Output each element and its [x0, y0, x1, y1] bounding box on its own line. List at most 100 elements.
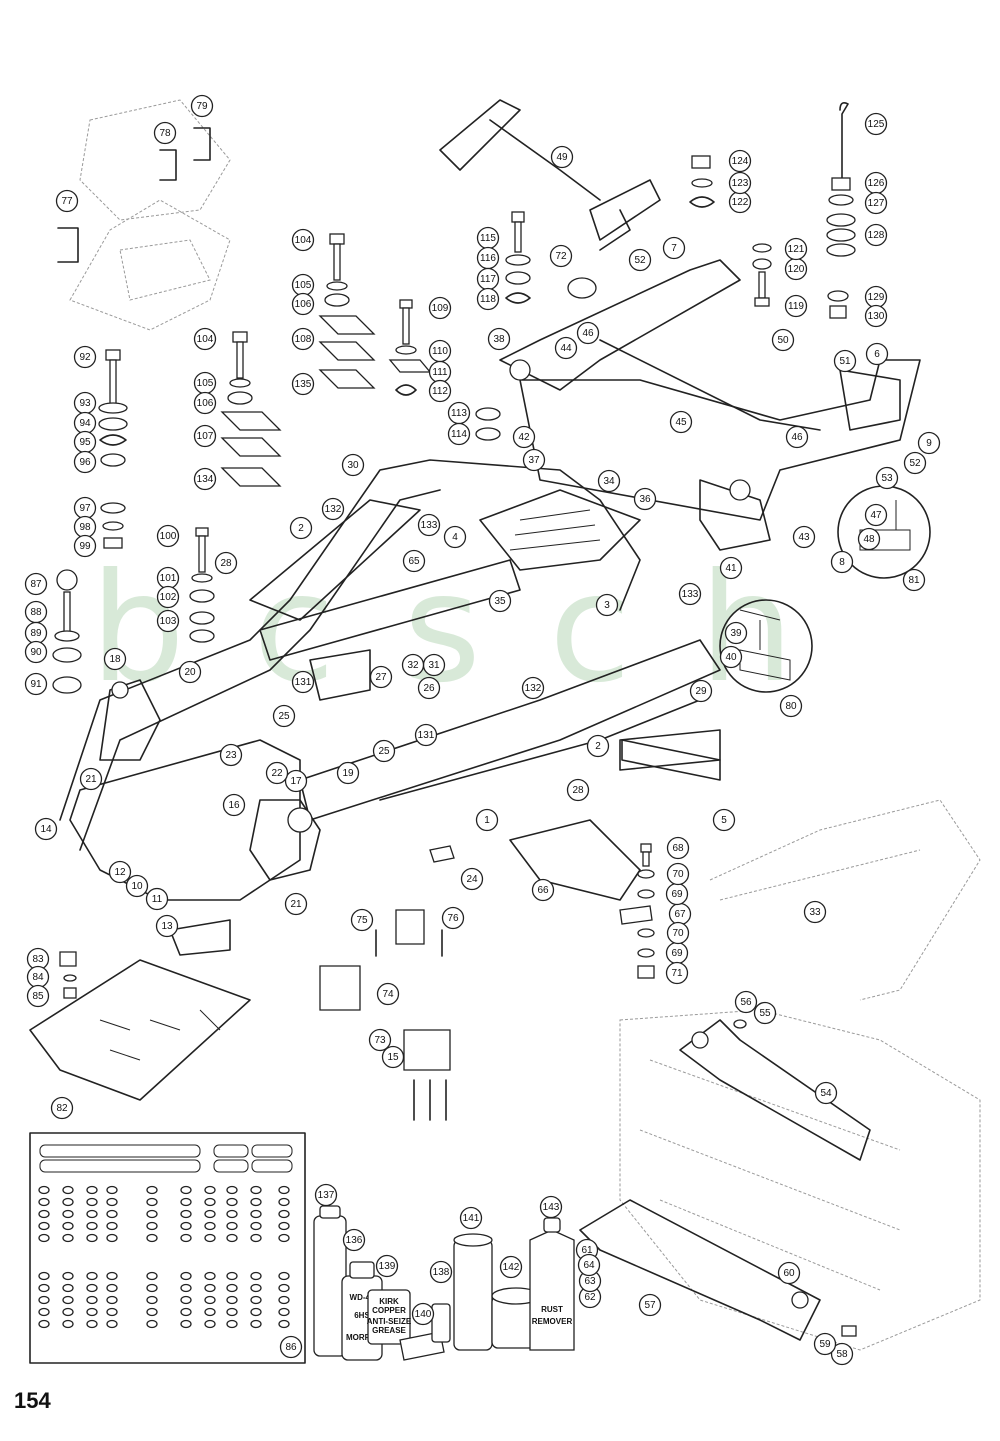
wd40-label: WD-40: [350, 1293, 375, 1302]
callout-number: 105: [295, 280, 312, 291]
callout-99: 99: [73, 534, 97, 558]
kit-fastener: [250, 1307, 262, 1317]
callout-number: 104: [197, 334, 214, 345]
callout-number: 103: [160, 616, 177, 627]
callout-number: 37: [528, 455, 540, 466]
callout-34: 34: [597, 469, 621, 493]
callout-number: 138: [433, 1267, 450, 1278]
callout-129: 129: [864, 285, 888, 309]
kit-fastener: [180, 1197, 192, 1207]
callout-number: 70: [672, 869, 684, 880]
kit-fastener: [278, 1271, 290, 1281]
callout-118: 118: [476, 287, 500, 311]
callout-number: 123: [732, 178, 749, 189]
callout-number: 66: [537, 885, 549, 896]
callout-20: 20: [178, 660, 202, 684]
callout-37: 37: [522, 448, 546, 472]
callout-number: 101: [160, 573, 177, 584]
kit-fastener: [106, 1197, 118, 1207]
callout-10: 10: [125, 874, 149, 898]
callout-66: 66: [531, 878, 555, 902]
callout-number: 115: [480, 233, 496, 244]
cross-members: [579, 1019, 871, 1341]
kit-fastener: [226, 1307, 238, 1317]
rust-remover-line1: RUST: [541, 1305, 563, 1314]
callout-39: 39: [724, 621, 748, 645]
callout-100: 100: [156, 524, 180, 548]
callout-16: 16: [222, 793, 246, 817]
callout-101: 101: [156, 566, 180, 590]
callout-142: 142: [499, 1255, 523, 1279]
callout-70: 70: [666, 862, 690, 886]
callout-number: 32: [407, 660, 419, 671]
callout-130: 130: [864, 304, 888, 328]
callout-number: 133: [682, 589, 699, 600]
kit-fastener: [226, 1209, 238, 1219]
callout-104: 104: [291, 228, 315, 252]
callout-number: 142: [503, 1262, 520, 1273]
callout-number: 46: [582, 328, 594, 339]
kit-fastener: [86, 1197, 98, 1207]
callout-53: 53: [875, 466, 899, 490]
kit-fastener: [180, 1295, 192, 1305]
kit-fastener: [146, 1295, 158, 1305]
callout-112: 112: [428, 379, 452, 403]
kit-fastener: [106, 1233, 118, 1243]
callout-104: 104: [193, 327, 217, 351]
callout-number: 33: [809, 907, 821, 918]
callout-number: 125: [868, 119, 885, 130]
ghost-right-context: [709, 799, 981, 1001]
callout-number: 111: [432, 367, 448, 378]
kit-fastener: [106, 1283, 118, 1293]
callout-95: 95: [73, 430, 97, 454]
callout-45: 45: [669, 410, 693, 434]
callout-number: 117: [480, 274, 496, 285]
callout-number: 41: [725, 563, 737, 574]
callout-114: 114: [447, 422, 471, 446]
callout-70: 70: [666, 921, 690, 945]
callout-number: 79: [196, 101, 208, 112]
callout-71: 71: [665, 961, 689, 985]
callout-19: 19: [336, 761, 360, 785]
callout-number: 60: [783, 1268, 795, 1279]
callout-131: 131: [291, 670, 315, 694]
callout-number: 96: [79, 457, 91, 468]
callout-number: 48: [863, 534, 875, 545]
floor-plate: [29, 959, 251, 1101]
kit-fastener: [226, 1197, 238, 1207]
chassis-frame: [59, 259, 921, 956]
callout-77: 77: [55, 189, 79, 213]
callout-number: 4: [452, 532, 458, 543]
callout-14: 14: [34, 817, 58, 841]
callout-number: 98: [79, 522, 91, 533]
callout-119: 119: [784, 294, 808, 318]
kit-fastener: [278, 1283, 290, 1293]
callout-11: 11: [145, 887, 169, 911]
callout-number: 109: [432, 303, 449, 314]
kit-fastener: [86, 1209, 98, 1219]
callout-number: 23: [225, 750, 237, 761]
kit-fastener: [204, 1185, 216, 1195]
callout-91: 91: [24, 672, 48, 696]
kit-fastener: [38, 1221, 50, 1231]
callout-number: 62: [584, 1292, 596, 1303]
callout-number: 131: [418, 730, 435, 741]
callout-6: 6: [865, 342, 889, 366]
callout-56: 56: [734, 990, 758, 1014]
callout-87: 87: [24, 572, 48, 596]
callout-46: 46: [785, 425, 809, 449]
callout-number: 46: [791, 432, 803, 443]
callout-number: 78: [159, 128, 171, 139]
callout-121: 121: [784, 237, 808, 261]
callout-number: 90: [30, 647, 42, 658]
kit-fastener: [180, 1233, 192, 1243]
callout-number: 53: [881, 473, 893, 484]
callout-57: 57: [638, 1293, 662, 1317]
callout-number: 36: [639, 494, 651, 505]
callout-79: 79: [190, 94, 214, 118]
callout-109: 109: [428, 296, 452, 320]
kit-fastener: [146, 1319, 158, 1329]
kit-fastener: [86, 1271, 98, 1281]
callout-number: 143: [543, 1202, 560, 1213]
